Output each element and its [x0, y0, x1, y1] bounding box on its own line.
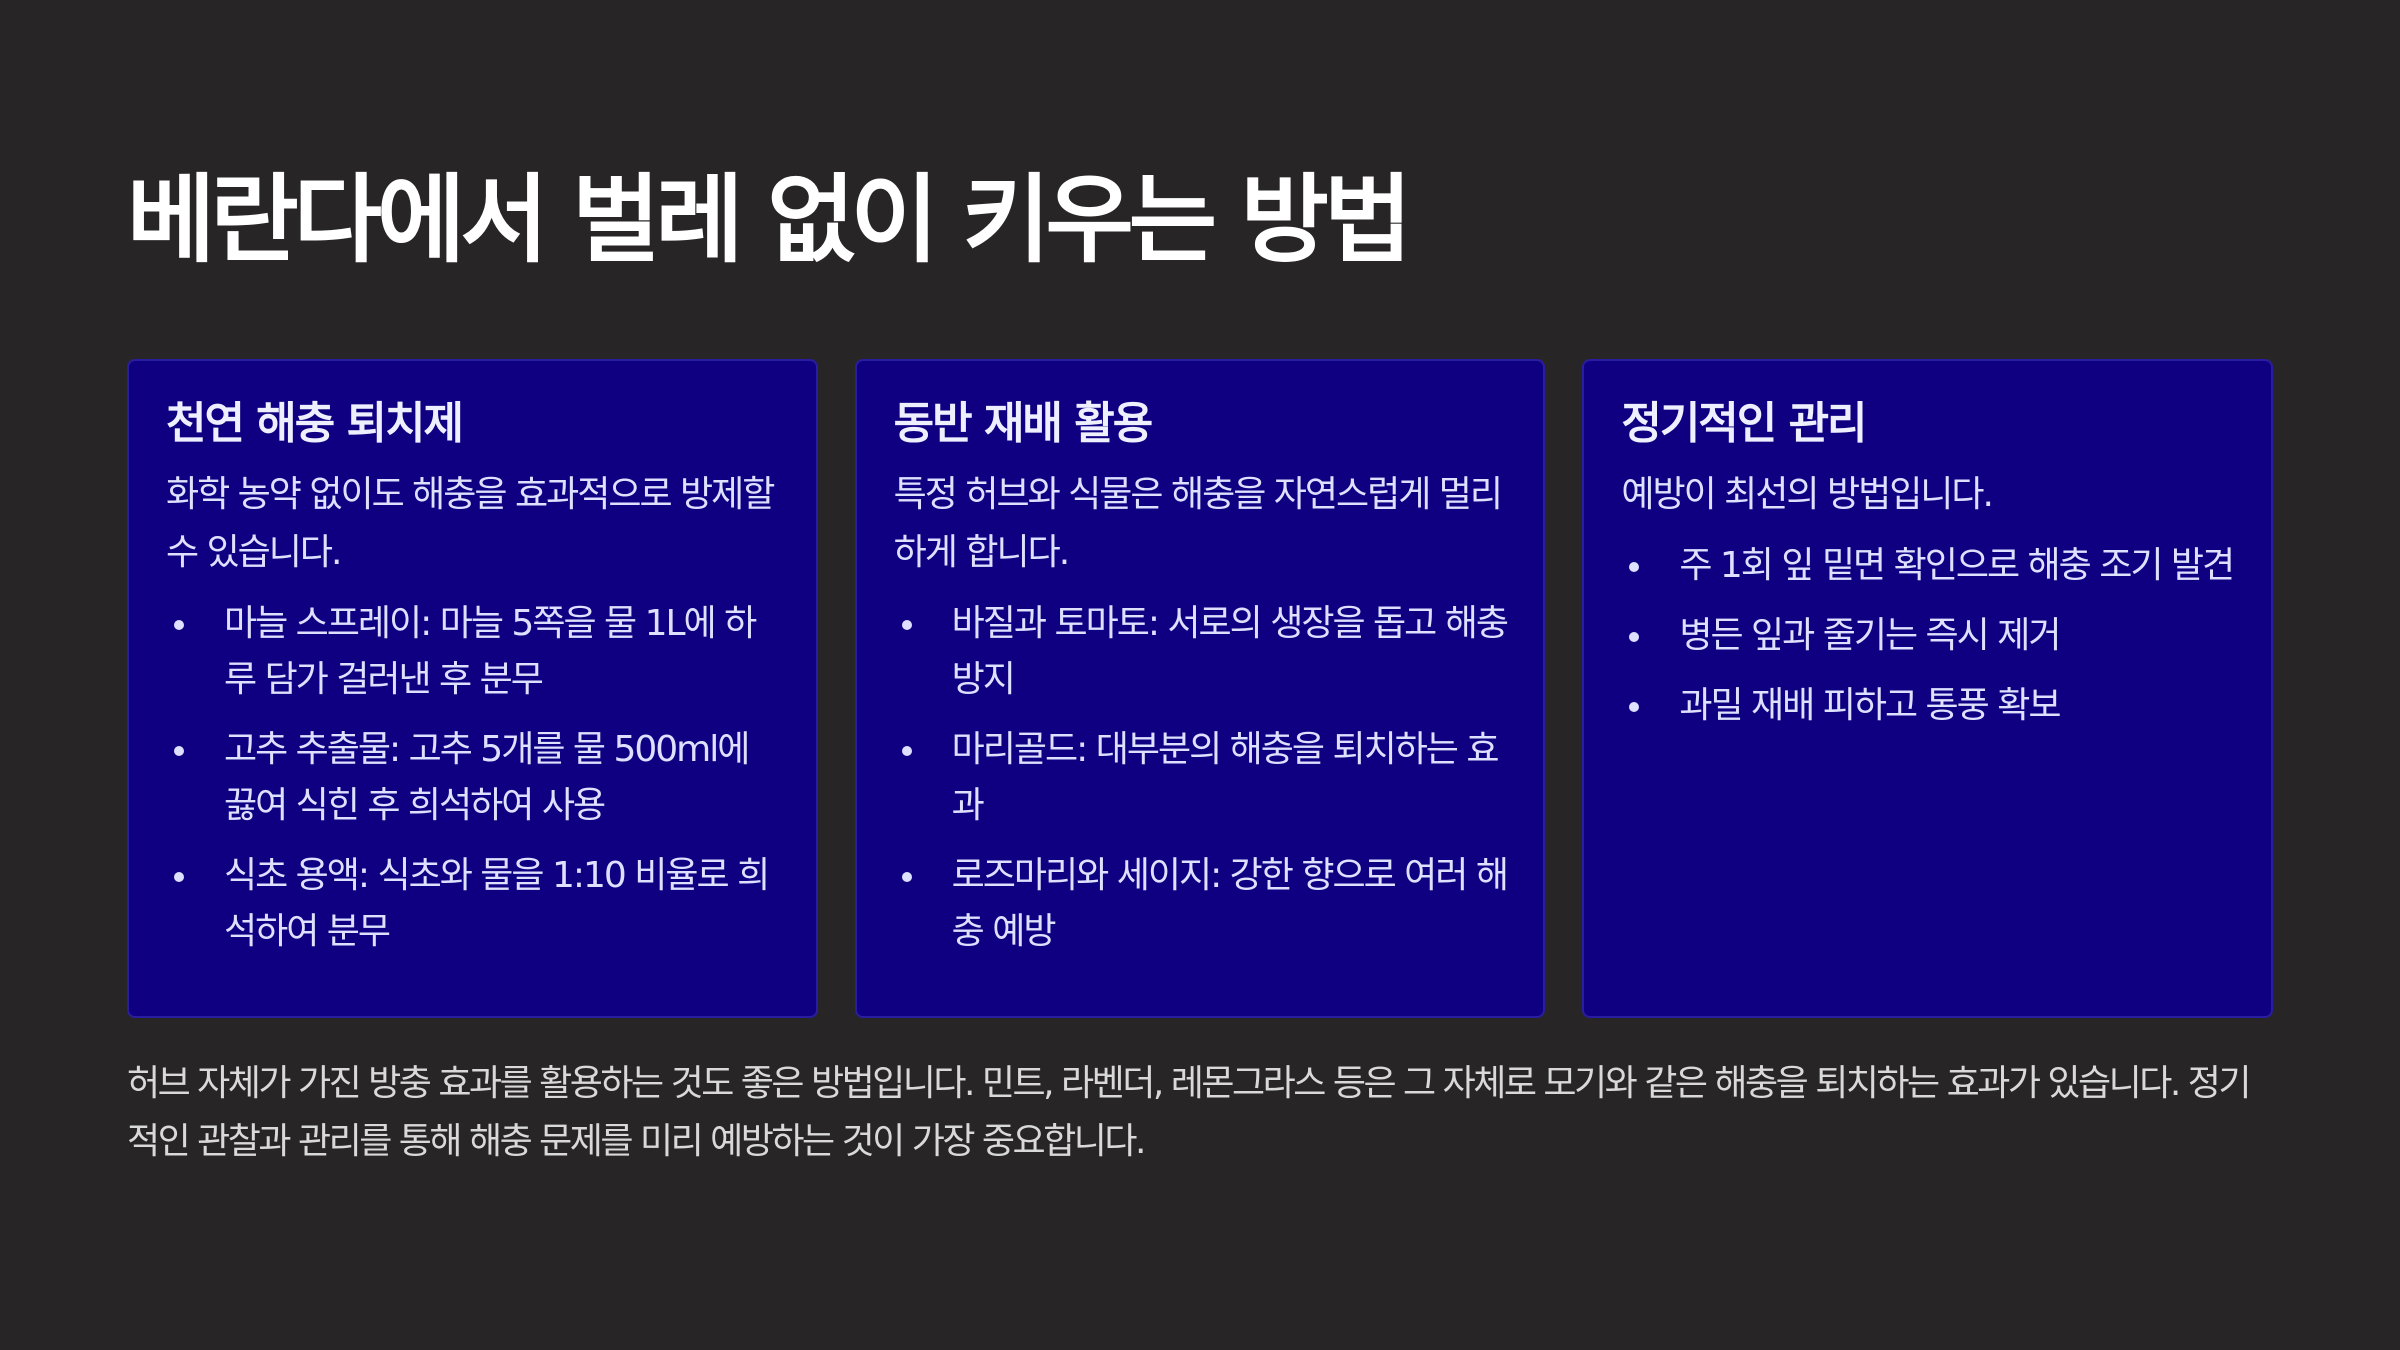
card-list: 마늘 스프레이: 마늘 5쪽을 물 1L에 하루 담가 걸러낸 후 분무 고추 …: [166, 596, 782, 960]
card-list: 주 1회 잎 밑면 확인으로 해충 조기 발견 병든 잎과 줄기는 즉시 제거 …: [1621, 538, 2237, 734]
list-item: 로즈마리와 세이지: 강한 향으로 여러 해충 예방: [894, 848, 1510, 960]
card-list: 바질과 토마토: 서로의 생장을 돕고 해충 방지 마리골드: 대부분의 해충을…: [894, 596, 1510, 960]
card-title: 정기적인 관리: [1621, 398, 1867, 449]
bullet-icon: [901, 620, 912, 631]
list-item-text: 과밀 재배 피하고 통풍 확보: [1679, 685, 2061, 727]
list-item: 병든 잎과 줄기는 즉시 제거: [1621, 608, 2237, 664]
card-companion-planting: 동반 재배 활용 특정 허브와 식물은 해충을 자연스럽게 멀리하게 합니다. …: [854, 359, 1546, 1018]
page-title: 베란다에서 벌레 없이 키우는 방법: [127, 164, 1412, 276]
list-item-text: 마리골드: 대부분의 해충을 퇴치하는 효과: [951, 729, 1500, 827]
list-item-text: 식초 용액: 식초와 물을 1:10 비율로 희석하여 분무: [224, 855, 770, 953]
card-natural-repellent: 천연 해충 퇴치제 화학 농약 없이도 해충을 효과적으로 방제할 수 있습니다…: [127, 359, 818, 1018]
list-item-text: 고추 추출물: 고추 5개를 물 500ml에 끓여 식힌 후 희석하여 사용: [224, 729, 750, 827]
list-item: 주 1회 잎 밑면 확인으로 해충 조기 발견: [1621, 538, 2237, 594]
list-item: 고추 추출물: 고추 5개를 물 500ml에 끓여 식힌 후 희석하여 사용: [166, 722, 782, 834]
list-item: 마늘 스프레이: 마늘 5쪽을 물 1L에 하루 담가 걸러낸 후 분무: [166, 596, 782, 708]
bullet-icon: [1629, 632, 1640, 643]
list-item: 마리골드: 대부분의 해충을 퇴치하는 효과: [894, 722, 1510, 834]
list-item-text: 병든 잎과 줄기는 즉시 제거: [1679, 615, 2061, 657]
list-item: 과밀 재배 피하고 통풍 확보: [1621, 678, 2237, 734]
list-item-text: 마늘 스프레이: 마늘 5쪽을 물 1L에 하루 담가 걸러낸 후 분무: [224, 603, 757, 701]
card-regular-care: 정기적인 관리 예방이 최선의 방법입니다. 주 1회 잎 밑면 확인으로 해충…: [1582, 359, 2274, 1018]
card-row: 천연 해충 퇴치제 화학 농약 없이도 해충을 효과적으로 방제할 수 있습니다…: [127, 359, 2274, 1018]
list-item-text: 주 1회 잎 밑면 확인으로 해충 조기 발견: [1679, 545, 2235, 587]
bullet-icon: [174, 872, 184, 883]
bullet-icon: [1629, 702, 1640, 713]
bullet-icon: [901, 872, 912, 883]
card-intro: 화학 농약 없이도 해충을 효과적으로 방제할 수 있습니다.: [166, 474, 775, 574]
card-intro: 예방이 최선의 방법입니다.: [1621, 474, 1994, 516]
card-title: 천연 해충 퇴치제: [166, 398, 464, 449]
card-title: 동반 재배 활용: [893, 398, 1154, 449]
bullet-icon: [1629, 562, 1640, 573]
list-item: 식초 용액: 식초와 물을 1:10 비율로 희석하여 분무: [166, 848, 782, 960]
bullet-icon: [901, 746, 912, 757]
list-item-text: 로즈마리와 세이지: 강한 향으로 여러 해충 예방: [951, 855, 1509, 953]
list-item: 바질과 토마토: 서로의 생장을 돕고 해충 방지: [894, 596, 1510, 708]
bullet-icon: [174, 620, 184, 631]
card-intro: 특정 허브와 식물은 해충을 자연스럽게 멀리하게 합니다.: [893, 474, 1503, 574]
bullet-icon: [174, 746, 184, 757]
footer-paragraph: 허브 자체가 가진 방충 효과를 활용하는 것도 좋은 방법입니다. 민트, 라…: [127, 1063, 2252, 1162]
list-item-text: 바질과 토마토: 서로의 생장을 돕고 해충 방지: [951, 603, 1509, 701]
